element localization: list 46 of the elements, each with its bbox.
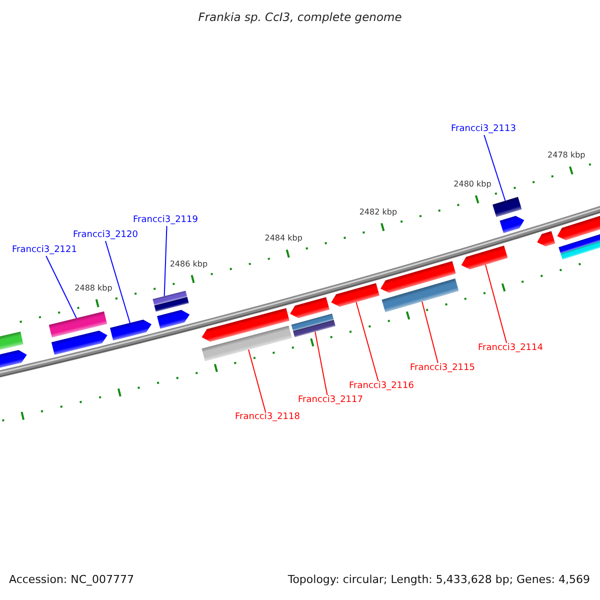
gene-feature — [492, 196, 522, 218]
leader-line — [314, 331, 328, 396]
gene-feature — [537, 231, 556, 246]
gene-feature — [110, 320, 152, 341]
gene-feature — [0, 350, 27, 368]
gene-feature — [48, 311, 108, 338]
gene-feature — [382, 278, 459, 312]
gene-feature — [152, 290, 189, 312]
footer-text: Accession: NC_007777 — [9, 573, 134, 587]
gene-label: Francci3_2115 — [410, 363, 475, 374]
footer-text: Topology: circular; Length: 5,433,628 bp; Genes: 4,569 — [288, 573, 590, 587]
gene-feature — [157, 310, 190, 329]
scale-label: 2488 kbp — [74, 282, 112, 294]
gene-feature — [331, 283, 380, 307]
gene-feature — [202, 326, 292, 362]
gene-feature — [380, 261, 456, 293]
leader-line — [104, 240, 130, 324]
gene-label: Francci3_2114 — [478, 343, 543, 354]
gene-feature — [461, 246, 508, 270]
gene-feature — [291, 314, 336, 338]
gene-label: Francci3_2121 — [12, 245, 77, 256]
title: Frankia sp. CcI3, complete genome — [198, 10, 402, 24]
scale-label: 2484 kbp — [264, 232, 302, 244]
scale-label: 2486 kbp — [170, 258, 208, 269]
gene-label: Francci3_2120 — [73, 230, 138, 241]
scale-label: 2478 kbp — [548, 150, 586, 161]
gene-label: Francci3_2116 — [349, 381, 414, 392]
gene-feature — [500, 216, 524, 234]
gene-feature — [51, 330, 108, 355]
leader-line — [356, 302, 379, 382]
leader-line — [422, 301, 438, 364]
gene-label: Francci3_2118 — [235, 412, 300, 423]
gene-feature — [290, 297, 330, 318]
scale-label: 2480 kbp — [454, 178, 492, 190]
leader-line — [484, 264, 508, 344]
scale-label: 2482 kbp — [359, 206, 398, 218]
gene-label: Francci3_2117 — [298, 395, 363, 406]
gene-label: Francci3_2113 — [451, 124, 516, 135]
gene-feature — [0, 332, 24, 350]
leader-line — [164, 226, 168, 297]
leader-line — [484, 134, 506, 202]
leader-line — [46, 256, 77, 319]
gene-feature — [557, 216, 600, 240]
leader-line — [248, 349, 266, 412]
gene-label: Francci3_2119 — [133, 215, 198, 226]
gene-feature — [558, 234, 600, 260]
